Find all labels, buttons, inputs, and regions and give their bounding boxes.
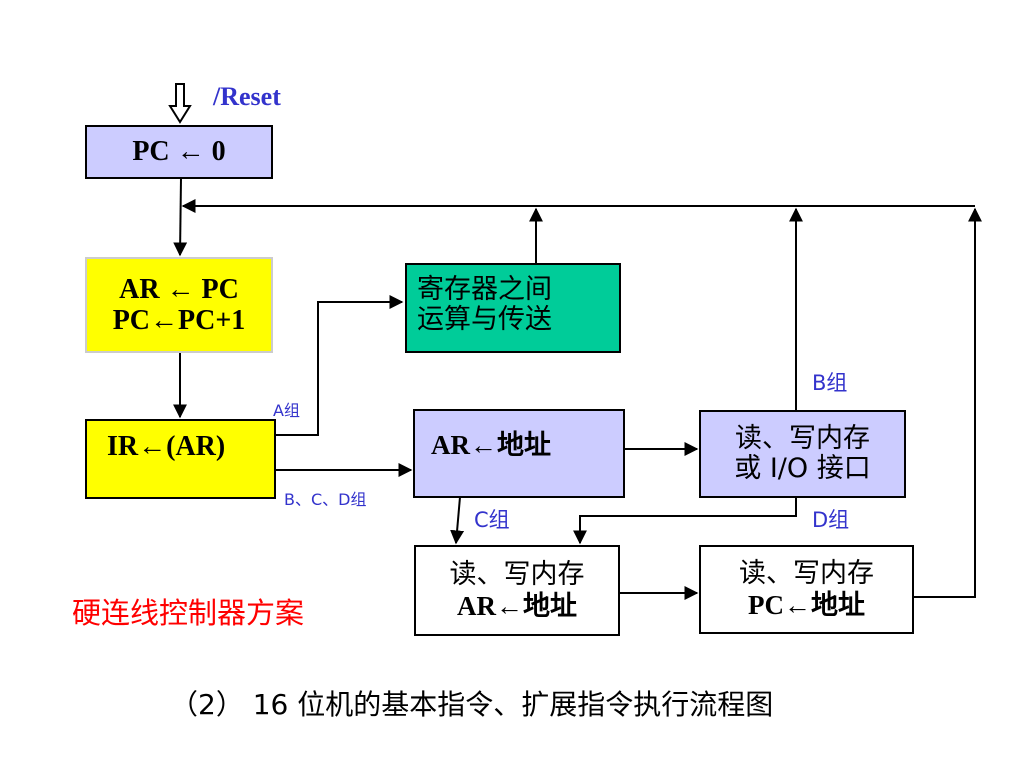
mem-pc-line2: PC←地址 xyxy=(748,589,865,620)
a-group-label: A组 xyxy=(273,401,300,420)
pc-reset-box: PC ← 0 xyxy=(85,125,273,179)
pc-reset-text: PC ← 0 xyxy=(132,136,226,167)
c-group-line xyxy=(450,496,465,545)
b-group-label: B组 xyxy=(812,371,848,395)
mem-pc-box: 读、写内存 PC←地址 xyxy=(699,545,914,634)
mem-pc-line1: 读、写内存 xyxy=(739,558,874,590)
reset-label: /Reset xyxy=(213,82,281,111)
reg-op-box: 寄存器之间 运算与传送 xyxy=(405,263,621,353)
mem-io-line1: 读、写内存 xyxy=(735,422,870,454)
mem-ar-line1: 读、写内存 xyxy=(449,559,585,591)
d-group-label: D组 xyxy=(812,508,850,532)
pc-to-fetch-line xyxy=(173,177,188,257)
a-group-line xyxy=(276,295,404,436)
mem-ar-box: 读、写内存 AR←地址 xyxy=(414,545,620,636)
ir-load-box: IR←(AR) xyxy=(85,419,276,499)
mempc-return-line xyxy=(913,207,982,598)
reg-op-line2: 运算与传送 xyxy=(417,304,552,336)
mem-io-box: 读、写内存 或 I/O 接口 xyxy=(699,410,906,498)
d-group-line xyxy=(573,497,797,545)
fetch-line2: PC←PC+1 xyxy=(112,305,246,336)
reset-arrow xyxy=(168,83,192,124)
c-group-label: C组 xyxy=(474,508,510,532)
ar-addr-text: AR←地址 xyxy=(431,430,551,460)
fetch-line1: AR ← PC xyxy=(119,273,239,305)
reg-op-line1: 寄存器之间 xyxy=(417,274,552,305)
mem-ar-line2: AR←地址 xyxy=(457,590,577,621)
mem-io-line2: 或 I/O 接口 xyxy=(734,453,871,484)
bcd-group-label: B、C、D组 xyxy=(284,490,367,509)
ar-addr-box: AR←地址 xyxy=(413,409,625,498)
figure-caption: （2） 16 位机的基本指令、扩展指令执行流程图 xyxy=(170,688,774,721)
scheme-title: 硬连线控制器方案 xyxy=(72,596,305,630)
ir-load-text: IR←(AR) xyxy=(107,431,226,462)
fetch-box: AR ← PC PC←PC+1 xyxy=(85,257,273,353)
